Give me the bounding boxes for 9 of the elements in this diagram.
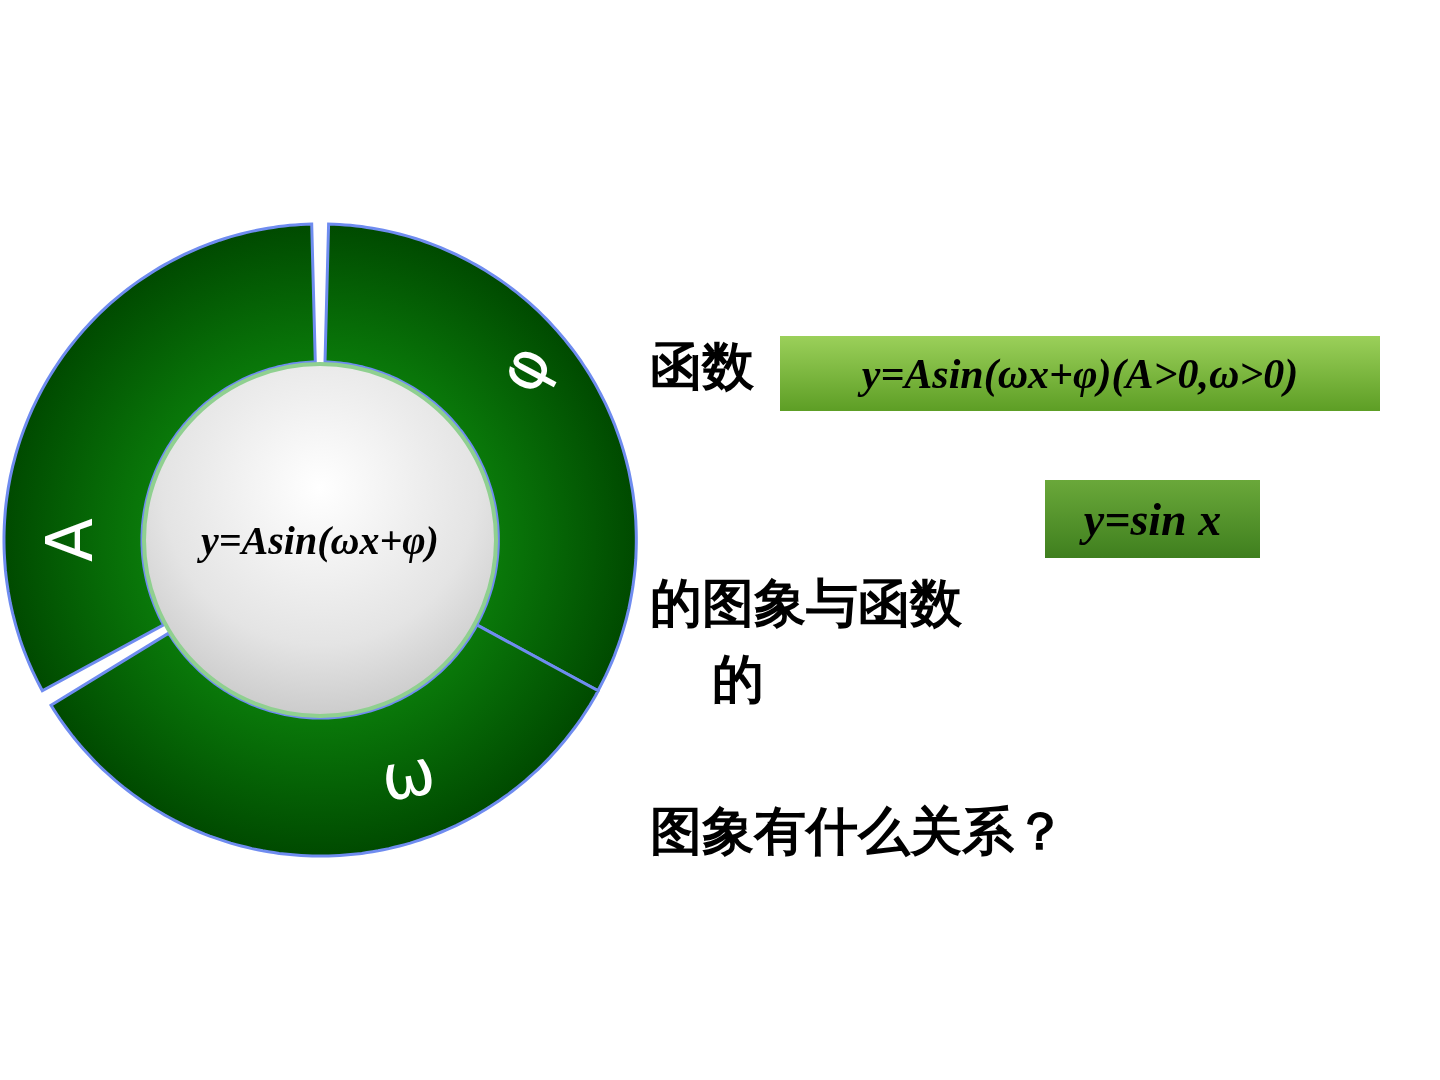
question-text: 的 [712,648,764,711]
question-text: 图象有什么关系？ [650,800,1066,863]
formula-box [1045,480,1260,558]
segment-label: ω [376,738,440,812]
formula-box [780,336,1380,411]
segment-label: A [38,518,102,562]
segment-label: φ [485,334,563,402]
question-text: 函数 [650,335,754,398]
question-text: 的图象与函数 [650,572,962,635]
